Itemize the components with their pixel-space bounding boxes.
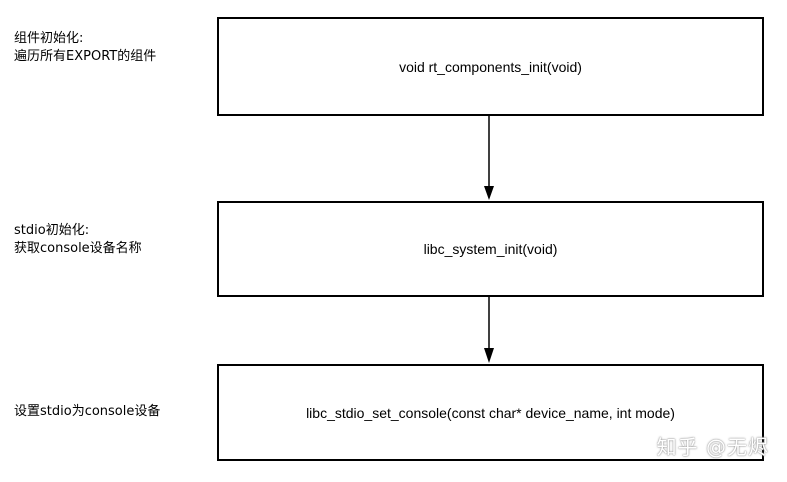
box-label: libc_stdio_set_console(const char* devic… bbox=[306, 404, 675, 421]
note-title: 设置stdio为console设备 bbox=[14, 404, 161, 419]
note-set-console: 设置stdio为console设备 bbox=[14, 403, 160, 421]
note-title: 组件初始化: bbox=[14, 31, 84, 46]
arrow-2-to-3 bbox=[484, 297, 494, 363]
box-libc-stdio-set-console: libc_stdio_set_console(const char* devic… bbox=[217, 364, 764, 461]
note-stdio-init: stdio初始化: 获取console设备名称 bbox=[14, 222, 142, 258]
box-label: libc_system_init(void) bbox=[423, 241, 558, 257]
note-title: stdio初始化: bbox=[14, 223, 90, 238]
note-description: 遍历所有EXPORT的组件 bbox=[14, 49, 157, 64]
note-components-init: 组件初始化: 遍历所有EXPORT的组件 bbox=[14, 30, 156, 66]
note-description: 获取console设备名称 bbox=[14, 241, 142, 256]
box-libc-system-init: libc_system_init(void) bbox=[217, 201, 764, 297]
watermark: 知乎 @无烬 bbox=[656, 435, 769, 459]
box-label: void rt_components_init(void) bbox=[399, 58, 582, 75]
arrow-1-to-2 bbox=[484, 116, 494, 200]
box-rt-components-init: void rt_components_init(void) bbox=[217, 17, 764, 116]
